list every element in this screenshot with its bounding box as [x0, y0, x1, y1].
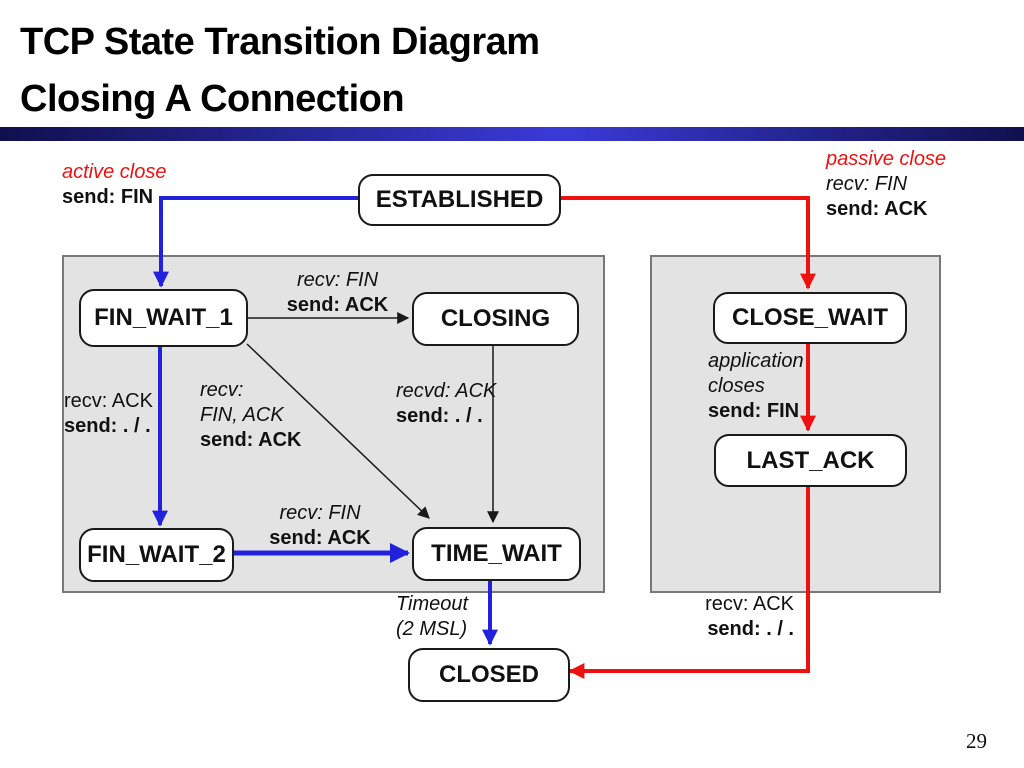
- arrow-fin-wait-1-to-time-wait: [246, 343, 430, 519]
- state-fin-wait-1-label: FIN_WAIT_1: [94, 304, 233, 331]
- state-last-ack: LAST_ACK: [714, 434, 907, 487]
- label-fin-wait-1-to-closing: recv: FIN send: ACK: [286, 269, 389, 316]
- page-title: TCP State Transition Diagram Closing A C…: [20, 14, 540, 128]
- title-line-2: Closing A Connection: [20, 78, 405, 120]
- state-fin-wait-2-label: FIN_WAIT_2: [87, 541, 226, 568]
- state-last-ack-label: LAST_ACK: [746, 446, 875, 474]
- page-number: 29: [966, 729, 987, 753]
- state-time-wait-label: TIME_WAIT: [431, 540, 562, 567]
- state-established-label: ESTABLISHED: [375, 186, 544, 213]
- state-fin-wait-1: FIN_WAIT_1: [79, 289, 248, 347]
- title-line-1: TCP State Transition Diagram: [20, 21, 540, 63]
- state-time-wait: TIME_WAIT: [412, 527, 581, 581]
- arrow-established-to-close-wait: [557, 196, 816, 290]
- state-close-wait-label: CLOSE_WAIT: [731, 304, 888, 331]
- arrow-last-ack-to-closed: [568, 483, 810, 679]
- state-closing-label: CLOSING: [440, 305, 551, 332]
- arrow-established-to-fin-wait-1: [153, 196, 358, 288]
- state-closing: CLOSING: [412, 292, 579, 346]
- state-closed-label: CLOSED: [438, 661, 539, 688]
- label-fin-wait-1-to-time-wait: recv: FIN, ACK send: ACK: [200, 379, 302, 451]
- label-passive-close: passive close recv: FIN send: ACK: [826, 148, 947, 220]
- state-established: ESTABLISHED: [358, 174, 561, 226]
- label-time-wait-to-closed: Timeout (2 MSL): [396, 593, 469, 640]
- state-closed: CLOSED: [408, 648, 570, 702]
- label-closing-to-time-wait: recvd: ACK send: . / .: [396, 380, 497, 427]
- title-divider-bar: [0, 127, 1024, 141]
- state-close-wait: CLOSE_WAIT: [713, 292, 907, 344]
- label-close-wait-to-last-ack: application closes send: FIN: [708, 350, 804, 422]
- state-fin-wait-2: FIN_WAIT_2: [79, 528, 234, 582]
- label-fin-wait-1-to-fin-wait-2: recv: ACK send: . / .: [64, 390, 153, 437]
- label-active-close: active close send: FIN: [62, 161, 167, 208]
- label-last-ack-to-closed: recv: ACK send: . / .: [705, 593, 794, 640]
- label-fin-wait-2-to-time-wait: recv: FIN send: ACK: [269, 502, 371, 549]
